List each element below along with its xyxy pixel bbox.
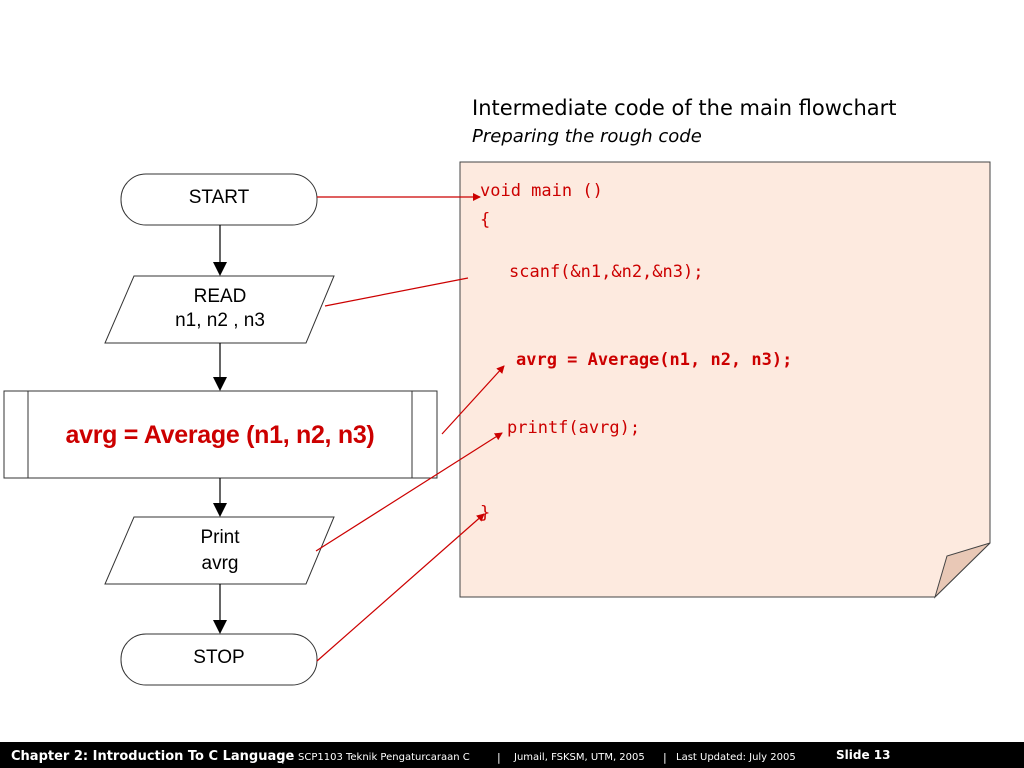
stop-label: STOP [193,647,245,668]
page-subtitle: Preparing the rough code [472,126,702,147]
code-line-main: void main () [480,181,603,201]
footer-separator: | [281,751,285,764]
footer-bar: Chapter 2: Introduction To C Language | … [0,742,1024,768]
footer-separator: | [663,751,667,764]
code-line-printf: printf(avrg); [507,418,641,438]
start-label: START [188,187,250,208]
process-label: avrg = Average (n1, n2, n3) [65,421,375,449]
footer-course: SCP1103 Teknik Pengaturcaraan C [298,752,470,763]
start-terminal [120,173,318,226]
code-note-paper [459,161,991,598]
code-note-fold [933,542,991,599]
read-label: READ [193,286,247,307]
footer-chapter: Chapter 2: Introduction To C Language [11,749,295,764]
stop-terminal [120,633,318,686]
print-label: Print [200,527,240,548]
code-line-scanf: scanf(&n1,&n2,&n3); [509,262,704,282]
code-line-close-brace: } [480,503,491,523]
mapping-arrows [315,193,505,662]
flow-connectors [213,225,227,634]
read-variables-label: n1, n2 , n3 [175,310,265,331]
code-line-open-brace: { [480,210,491,230]
slide-number: Slide 13 [836,748,891,762]
code-line-average: avrg = Average(n1, n2, n3); [516,350,793,370]
footer-updated: Last Updated: July 2005 [676,752,796,763]
read-input-parallelogram [104,275,335,344]
page-title: Intermediate code of the main flowchart [472,96,897,120]
print-variable-label: avrg [201,553,239,574]
print-output-parallelogram [104,516,335,585]
footer-separator: | [497,751,501,764]
footer-author: Jumail, FSKSM, UTM, 2005 [514,752,645,763]
process-box [3,390,438,479]
